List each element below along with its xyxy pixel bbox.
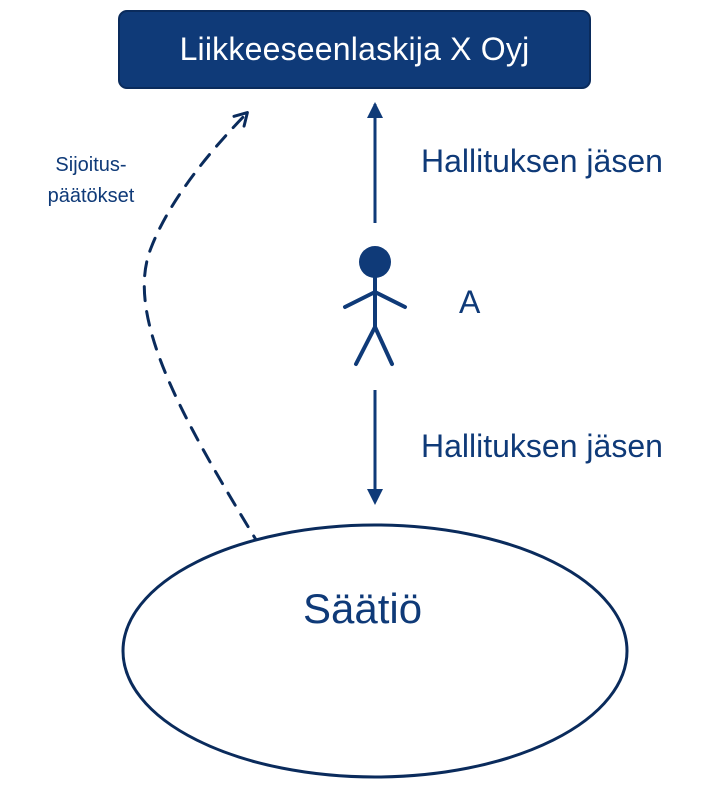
board-member-top-label: Hallituksen jäsen: [421, 143, 663, 179]
foundation-label: Säätiö: [303, 585, 423, 632]
person-label: A: [459, 284, 481, 320]
foundation-ellipse: [121, 523, 629, 779]
person-to-foundation-arrow: [367, 390, 383, 505]
person-icon: [343, 246, 407, 366]
investment-decisions-line-2: päätökset: [47, 185, 135, 207]
company-box: Liikkeeseenlaskija X Oyj: [118, 10, 591, 89]
board-member-bottom-label: Hallituksen jäsen: [421, 428, 663, 464]
investment-decisions-label: Sijoitus- päätökset: [22, 150, 160, 212]
investment-decision-dashed-arrow: [142, 111, 263, 550]
company-label: Liikkeeseenlaskija X Oyj: [179, 31, 530, 67]
company-to-person-arrow: [367, 102, 383, 223]
investment-decisions-line-1: Sijoitus-: [55, 154, 127, 176]
